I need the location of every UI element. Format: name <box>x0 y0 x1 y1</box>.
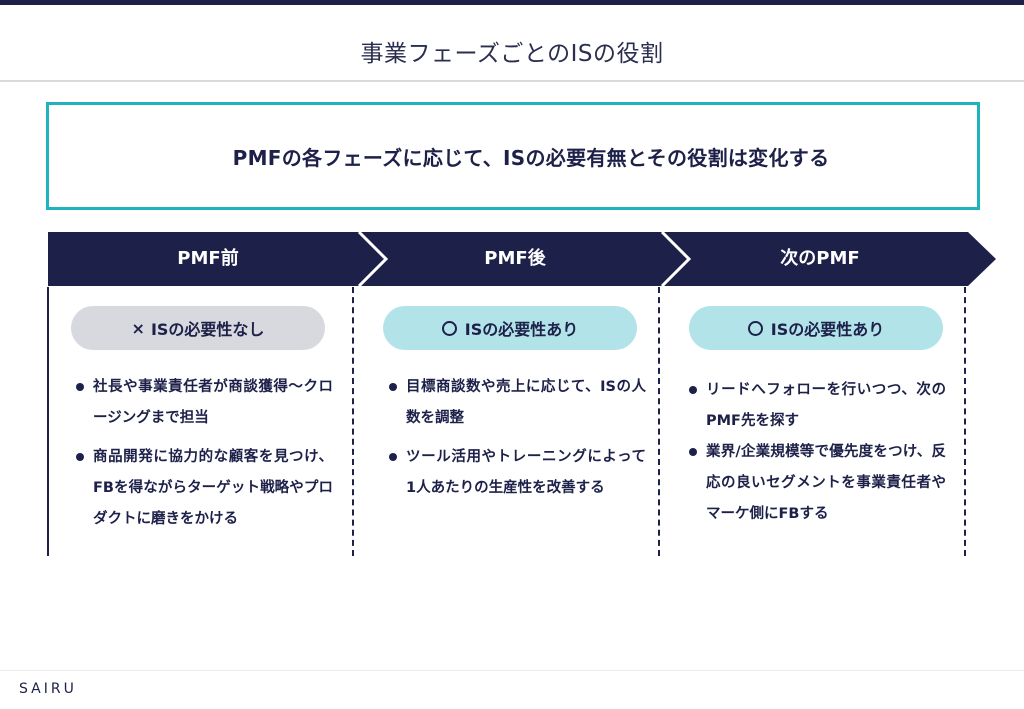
chevron-divider-1 <box>357 232 389 286</box>
status-pill-text: ISの必要性あり <box>770 320 885 339</box>
list-item: 社長や事業責任者が商談獲得～クロージングまで担当 <box>75 372 333 434</box>
column-divider-1 <box>352 287 354 556</box>
bullet-dot-icon <box>689 386 697 394</box>
bullet-dot-icon <box>389 383 397 391</box>
circle-icon <box>441 320 457 336</box>
phase-arrow-shape <box>48 232 996 286</box>
cross-icon: × <box>131 318 145 338</box>
status-pill-text: ISの必要性あり <box>464 320 579 339</box>
list-item-text: ツール活用やトレーニングによって1人あたりの生産性を改善する <box>406 449 646 496</box>
phase-arrow-band <box>48 232 998 286</box>
list-item: 目標商談数や売上に応じて、ISの人数を調整 <box>388 372 646 434</box>
key-message-text: PMFの各フェーズに応じて、ISの必要有無とその役割は変化する <box>232 145 830 170</box>
phase-label-next-pmf: 次のPMF <box>780 248 860 269</box>
chevron-divider-2 <box>660 232 692 286</box>
footer-divider <box>0 670 1024 671</box>
bullet-dot-icon <box>689 448 697 456</box>
list-item-text: 社長や事業責任者が商談獲得～クロージングまで担当 <box>93 379 333 426</box>
phase-label-pmf-after: PMF後 <box>484 248 546 269</box>
phase-label-pmf-before: PMF前 <box>177 248 239 269</box>
list-item-text: 業界/企業規模等で優先度をつけ、反応の良いセグメントを事業責任者やマーケ側にFB… <box>706 444 946 522</box>
column-divider-3 <box>964 287 966 556</box>
phase-arrow-fill <box>48 232 996 286</box>
key-message-box: PMFの各フェーズに応じて、ISの必要有無とその役割は変化する <box>46 102 980 210</box>
list-item: リードへフォローを行いつつ、次のPMF先を探す <box>688 375 946 437</box>
list-item-text: リードへフォローを行いつつ、次のPMF先を探す <box>706 382 946 429</box>
bullet-dot-icon <box>76 453 84 461</box>
column-divider-2 <box>658 287 660 556</box>
title-divider <box>0 80 1024 82</box>
column-left-border <box>47 287 49 556</box>
circle-icon <box>747 320 763 336</box>
list-item: 商品開発に協力的な顧客を見つけ、FBを得ながらターゲット戦略やプロダクトに磨きを… <box>75 442 333 535</box>
status-pill-pmf-before: × ISの必要性なし <box>71 306 325 350</box>
list-item: ツール活用やトレーニングによって1人あたりの生産性を改善する <box>388 442 646 504</box>
bullet-list-next-pmf: リードへフォローを行いつつ、次のPMF先を探す 業界/企業規模等で優先度をつけ、… <box>688 375 946 530</box>
list-item: 業界/企業規模等で優先度をつけ、反応の良いセグメントを事業責任者やマーケ側にFB… <box>688 437 946 530</box>
bullet-dot-icon <box>76 383 84 391</box>
status-pill-text: ISの必要性なし <box>150 320 265 339</box>
list-item-text: 目標商談数や売上に応じて、ISの人数を調整 <box>406 379 646 426</box>
company-logo: SAIRU <box>19 681 77 697</box>
top-accent-bar <box>0 0 1024 5</box>
bullet-list-pmf-after: 目標商談数や売上に応じて、ISの人数を調整 ツール活用やトレーニングによって1人… <box>388 372 646 512</box>
bullet-list-pmf-before: 社長や事業責任者が商談獲得～クロージングまで担当 商品開発に協力的な顧客を見つけ… <box>75 372 333 543</box>
list-item-text: 商品開発に協力的な顧客を見つけ、FBを得ながらターゲット戦略やプロダクトに磨きを… <box>93 449 333 527</box>
bullet-dot-icon <box>389 453 397 461</box>
page-title: 事業フェーズごとのISの役割 <box>360 41 664 67</box>
status-pill-next-pmf: ISの必要性あり <box>689 306 943 350</box>
status-pill-pmf-after: ISの必要性あり <box>383 306 637 350</box>
